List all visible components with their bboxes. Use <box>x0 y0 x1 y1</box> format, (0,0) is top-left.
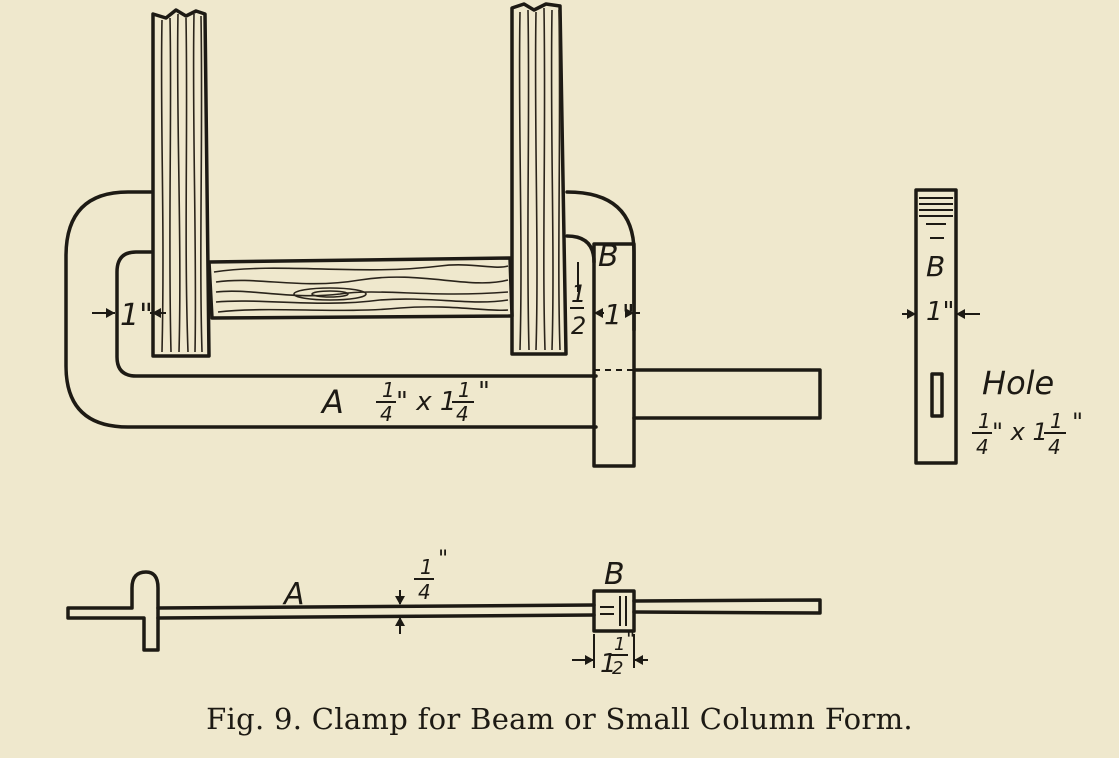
hole-size: 1 4 " x 1 1 4 " <box>972 408 1083 459</box>
svg-text:": " <box>478 377 490 407</box>
svg-text:1: 1 <box>458 378 471 402</box>
svg-text:1: 1 <box>614 634 625 655</box>
plan-view-bar-a <box>66 570 822 652</box>
left-upright-board <box>151 8 211 358</box>
right-upright-board <box>510 2 568 356</box>
label-a-plan: A <box>282 577 305 612</box>
label-b-side: B <box>926 250 945 283</box>
svg-text:" x 1: " x 1 <box>992 418 1048 446</box>
plan-thickness-label: 1 4 " <box>414 547 448 604</box>
svg-text:1: 1 <box>382 378 395 402</box>
svg-text:4: 4 <box>456 402 469 426</box>
figure-caption: Fig. 9. Clamp for Beam or Small Column F… <box>206 702 913 736</box>
label-b-main: B <box>598 239 619 274</box>
dim-b-side-width: 1" <box>926 297 955 327</box>
dim-b-width-label: 1" <box>604 298 635 331</box>
svg-text:1: 1 <box>600 649 617 679</box>
svg-text:1: 1 <box>420 555 433 579</box>
svg-text:4: 4 <box>976 435 989 459</box>
svg-text:": " <box>1072 408 1083 436</box>
svg-text:2: 2 <box>612 658 623 679</box>
piece-b-side-view <box>902 188 980 465</box>
svg-text:": " <box>626 627 635 651</box>
clamp-piece-b <box>592 242 636 468</box>
svg-text:4: 4 <box>418 580 431 604</box>
svg-text:" x 1: " x 1 <box>396 387 456 417</box>
clamp-bar-a <box>64 190 822 429</box>
label-a-size: 1 4 " x 1 1 4 " <box>376 377 490 426</box>
svg-text:1: 1 <box>1050 409 1063 433</box>
plan-view-piece-b <box>572 589 648 668</box>
hole-title: Hole <box>982 364 1054 402</box>
svg-text:4: 4 <box>1048 435 1061 459</box>
label-b-plan: B <box>604 557 625 592</box>
svg-text:4: 4 <box>380 402 393 426</box>
dim-left-wall-label: 1" <box>120 298 153 333</box>
beam-bottom-board <box>207 256 514 320</box>
label-a-main: A <box>320 383 344 421</box>
dim-half-num: 1 <box>571 280 586 308</box>
dim-half-den: 2 <box>571 312 586 340</box>
plan-width-label: 1 1 2 " <box>600 627 635 679</box>
svg-text:1: 1 <box>978 409 991 433</box>
dim-left-wall <box>92 308 166 318</box>
svg-text:": " <box>438 547 448 572</box>
dim-right-gap <box>570 262 640 318</box>
